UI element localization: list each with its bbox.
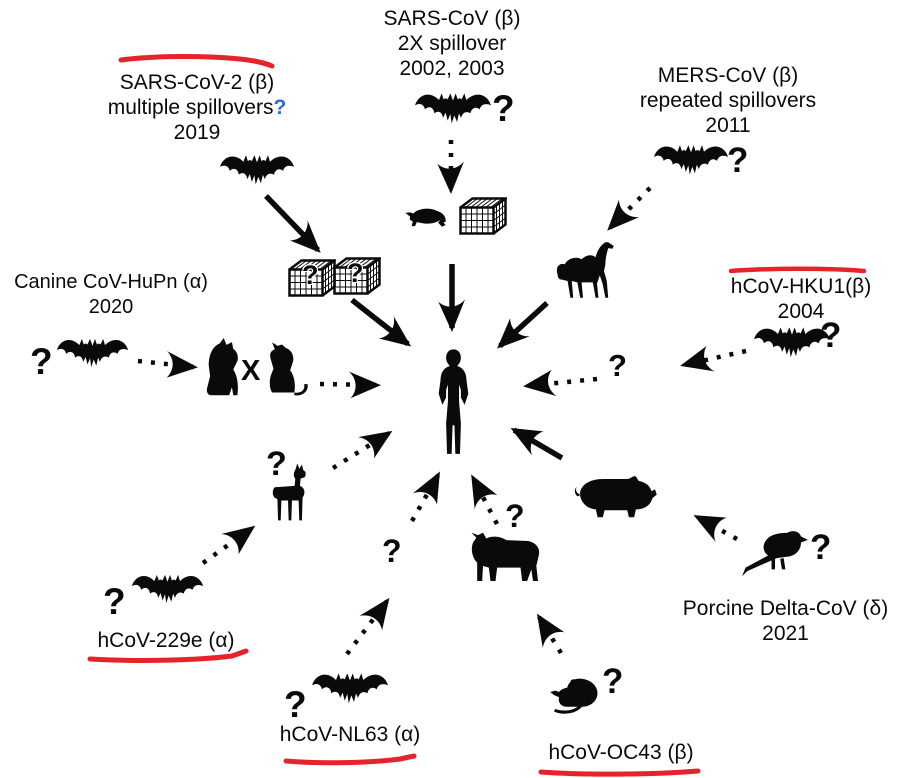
question-mark-rat: ? xyxy=(602,662,624,701)
red-overline-hcov-hku1 xyxy=(728,266,867,274)
virus-name: MERS-CoV (β) xyxy=(657,64,799,87)
arrow-hku1-unknown-to-human xyxy=(523,369,598,397)
virus-name: Porcine Delta-CoV (δ) xyxy=(682,597,889,620)
spillover-detail: 2X spillover xyxy=(397,32,507,55)
virus-name: hCoV-NL63 (α) xyxy=(279,723,421,746)
civet-icon xyxy=(403,201,449,234)
question-mark-hku1-bat: ? xyxy=(820,316,842,355)
spillover-years: 2002, 2003 xyxy=(399,57,505,80)
hcov-229e-label: hCoV-229e (α) xyxy=(86,628,246,653)
virus-name: hCoV-229e (α) xyxy=(97,629,235,652)
bat-icon xyxy=(310,668,390,712)
question-mark-nl63-bat: ? xyxy=(284,684,307,725)
hcov-hku1-label: hCoV-HKU1(β) 2004 xyxy=(716,274,886,324)
cage-icon xyxy=(458,197,508,235)
arrow-hku1-bat-to-unknown xyxy=(680,345,747,372)
virus-name: SARS-CoV-2 (β) xyxy=(119,71,275,94)
arrow-cow-to-human xyxy=(471,474,499,526)
arrow-229e-bat-to-llama xyxy=(201,525,256,565)
hcov-nl63-label: hCoV-NL63 (α) xyxy=(270,722,430,747)
spillover-year: 2020 xyxy=(88,296,134,318)
question-mark-cage: ? xyxy=(302,260,319,290)
question-mark-cage: ? xyxy=(347,258,364,288)
virus-name: hCoV-HKU1(β) xyxy=(730,275,872,298)
porcine-delta-cov-label: Porcine Delta-CoV (δ) 2021 xyxy=(663,596,902,646)
cross-mark-dog-cat: X xyxy=(241,355,261,387)
arrow-pig-to-human xyxy=(510,427,564,461)
spillover-year: 2019 xyxy=(173,121,221,144)
bat-icon xyxy=(55,334,130,375)
dog-icon xyxy=(200,338,242,398)
question-mark-229e-bat: ? xyxy=(103,581,126,622)
arrow-nl63-bat-to-unknown xyxy=(345,597,390,656)
arrow-rat-to-cow xyxy=(536,613,565,655)
arrow-bird-to-pig xyxy=(693,515,739,543)
virus-name: hCoV-OC43 (β) xyxy=(548,741,694,764)
arrow-camel-to-human xyxy=(497,300,549,349)
question-mark-llama: ? xyxy=(266,445,287,483)
bat-icon xyxy=(130,570,205,611)
red-overline-sars-cov-2 xyxy=(118,54,275,69)
question-mark-hku1-intermediate: ? xyxy=(608,348,627,383)
arrow-llama-to-human xyxy=(331,430,393,470)
question-mark-cow: ? xyxy=(505,498,525,534)
sars-cov-2-label: SARS-CoV-2 (β) multiple spillovers? 2019 xyxy=(62,70,332,145)
camel-icon xyxy=(548,240,618,301)
question-mark-nl63-intermediate: ? xyxy=(382,533,402,569)
spillover-year: 2004 xyxy=(777,300,825,323)
cow-icon xyxy=(463,530,543,587)
blue-question-mark: ? xyxy=(273,96,287,119)
pig-icon xyxy=(572,472,658,519)
red-underline-hcov-229e xyxy=(87,648,249,663)
virus-name: SARS-CoV (β) xyxy=(383,7,521,30)
spillover-detail: repeated spillovers xyxy=(639,89,817,112)
spillover-year: 2011 xyxy=(705,114,751,137)
cat-icon xyxy=(262,341,310,398)
arrow-mers-bat-to-camel xyxy=(607,186,652,231)
red-underline-hcov-nl63 xyxy=(283,753,417,766)
arrow-dog-cat-to-human xyxy=(319,371,381,399)
arrow-canine-bat-to-dog-cat xyxy=(137,351,198,378)
red-underline-hcov-oc43 xyxy=(538,768,701,777)
bat-icon xyxy=(413,88,493,132)
bat-icon xyxy=(652,140,730,183)
sars-cov-label: SARS-CoV (β) 2X spillover 2002, 2003 xyxy=(332,6,572,81)
hcov-oc43-label: hCoV-OC43 (β) xyxy=(540,740,702,765)
virus-name: Canine CoV-HuPn (α) xyxy=(14,271,208,293)
canine-cov-label: Canine CoV-HuPn (α) 2020 xyxy=(0,270,222,320)
spillover-year: 2021 xyxy=(762,622,809,645)
spillover-detail: multiple spillovers? xyxy=(62,95,332,120)
rat-icon xyxy=(548,672,610,718)
bird-icon xyxy=(737,526,813,578)
question-mark-canine-bat: ? xyxy=(30,341,53,382)
arrow-nl63-unknown-to-human xyxy=(410,471,440,523)
arrow-cages-to-human xyxy=(350,297,412,347)
arrow-sarscov2-bat-to-cages xyxy=(264,194,321,253)
human-icon xyxy=(435,348,472,458)
detail-text: multiple spillovers xyxy=(107,96,274,119)
mers-cov-label: MERS-CoV (β) repeated spillovers 2011 xyxy=(598,63,858,138)
question-mark-bird: ? xyxy=(810,528,832,567)
bat-icon xyxy=(218,150,296,193)
question-mark-mers-bat: ? xyxy=(727,141,749,180)
question-mark-sars-bat: ? xyxy=(492,88,515,129)
